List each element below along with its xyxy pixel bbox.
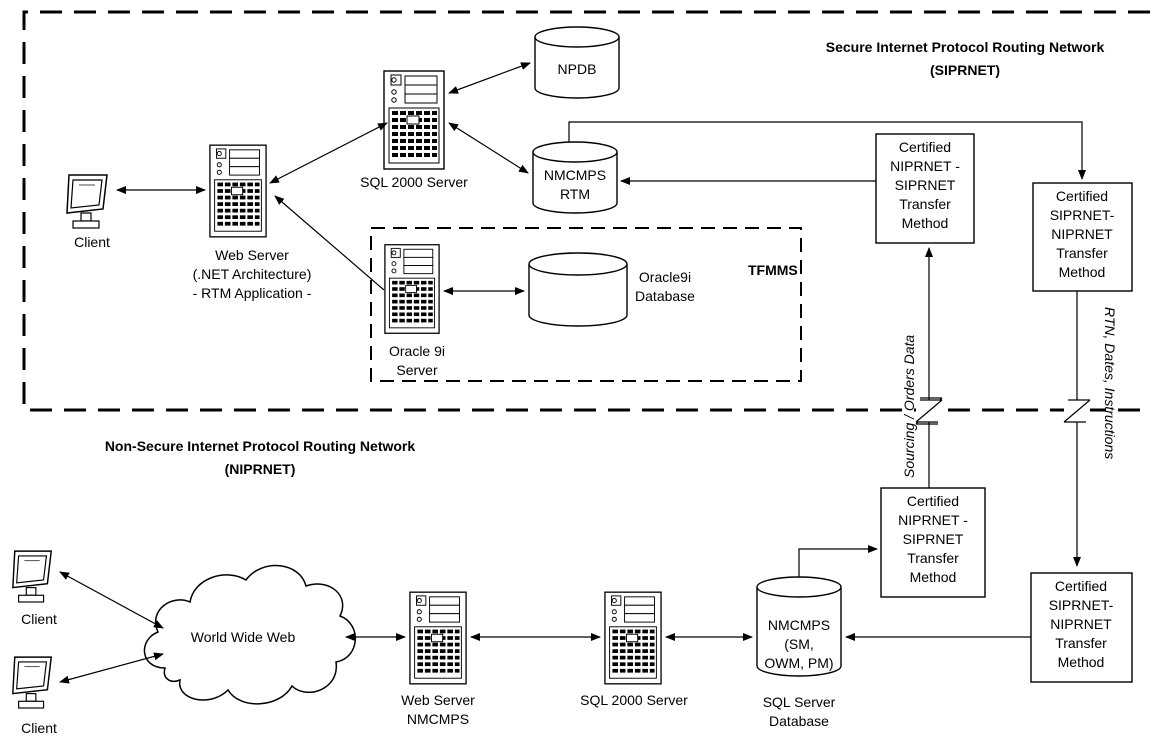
secure-client-label: Client bbox=[74, 234, 110, 250]
secure-transfer-s2n-line-4: Transfer bbox=[1056, 245, 1108, 261]
rtn-break-diag bbox=[1063, 399, 1091, 423]
nonsecure-web-server-icon bbox=[409, 591, 467, 685]
tfmms-zone-border bbox=[370, 227, 802, 382]
oracle-server-icon bbox=[384, 244, 440, 334]
sql-db-caption-1: SQL Server bbox=[763, 694, 836, 710]
nmcmps-db-label-2: (SM, bbox=[784, 636, 814, 652]
oracle-database-icon bbox=[528, 252, 628, 327]
db-to-transfer-link bbox=[798, 545, 878, 577]
nmcmps-sql-database-icon bbox=[756, 576, 842, 677]
siprnet-title: Secure Internet Protocol Routing Network bbox=[826, 39, 1105, 55]
nonsecure-transfer-s2n-line-4: Transfer bbox=[1055, 635, 1107, 651]
oracle-server-label-1: Oracle 9i bbox=[389, 343, 445, 359]
sql-npdb-link bbox=[448, 62, 531, 94]
world-wide-web-cloud-icon bbox=[143, 564, 356, 705]
nonsecure-transfer-n2s-line-2: NIPRNET - bbox=[898, 512, 968, 528]
client2-www-link bbox=[59, 652, 164, 684]
npdb-label: NPDB bbox=[558, 61, 597, 77]
nmcmps-db-label-3: OWM, PM) bbox=[764, 655, 833, 671]
nonsecure-transfer-s2n-line-2: SIPRNET- bbox=[1049, 597, 1114, 613]
nonsecure-sql-server-label: SQL 2000 Server bbox=[580, 692, 688, 708]
sql-server-icon bbox=[383, 70, 445, 170]
oracle-db-label-1: Oracle9i bbox=[639, 269, 691, 285]
secure-transfer-n2s-line-4: Transfer bbox=[899, 196, 951, 212]
nmcmps-rtm-database-icon bbox=[532, 141, 618, 214]
oracle-db-label-2: Database bbox=[635, 288, 695, 304]
nonsecure-web-server-label-2: NMCMPS bbox=[407, 711, 469, 727]
client1-www-link bbox=[59, 571, 164, 629]
secure-transfer-n2s-line-2: NIPRNET - bbox=[890, 158, 960, 174]
siprnet-abbr: (SIPRNET) bbox=[930, 62, 1000, 78]
secure-transfer-s2n-line-1: Certified bbox=[1056, 188, 1108, 204]
nonsecure-web-server-label-1: Web Server bbox=[401, 692, 475, 708]
webserver-sql-link bbox=[269, 122, 388, 184]
secure-transfer-niprnet-siprnet-box bbox=[875, 133, 975, 244]
sql-db-caption-2: Database bbox=[769, 713, 829, 729]
rtm-to-transfer-link bbox=[568, 121, 1086, 180]
sourcing-flow-label: Sourcing / Orders Data bbox=[901, 335, 917, 478]
nonsecure-transfer-niprnet-siprnet-box bbox=[880, 487, 986, 598]
siprnet-zone-border bbox=[22, 10, 1150, 412]
nonsecure-client-2-label: Client bbox=[21, 720, 57, 736]
nonsecure-transfer-n2s-line-5: Method bbox=[910, 569, 957, 585]
rtn-flow-label: RTN, Dates, Instructions bbox=[1102, 307, 1118, 459]
nonsecure-transfer-n2s-line-1: Certified bbox=[907, 493, 959, 509]
nonsecure-sql-server-icon bbox=[604, 591, 662, 685]
client-monitor-icon bbox=[66, 174, 108, 229]
client-2-monitor-icon bbox=[12, 656, 52, 709]
secure-transfer-s2n-line-5: Method bbox=[1059, 264, 1106, 280]
client-1-monitor-icon bbox=[12, 550, 52, 603]
nonsecure-transfer-s2n-line-3: NIPRNET bbox=[1050, 616, 1112, 632]
world-wide-web-label: World Wide Web bbox=[191, 629, 296, 645]
web-server-label-2: (.NET Architecture) bbox=[193, 266, 312, 282]
secure-transfer-s2n-line-2: SIPRNET- bbox=[1050, 207, 1115, 223]
oracle-webserver-link bbox=[274, 195, 385, 291]
secure-transfer-n2s-line-5: Method bbox=[902, 215, 949, 231]
nmcmps-db-label-1: NMCMPS bbox=[768, 617, 830, 633]
nonsecure-transfer-s2n-line-5: Method bbox=[1058, 654, 1105, 670]
secure-transfer-siprnet-niprnet-box bbox=[1032, 182, 1133, 292]
secure-transfer-s2n-line-3: NIPRNET bbox=[1051, 226, 1113, 242]
sql-rtm-link bbox=[448, 122, 529, 174]
web-server-label-3: - RTM Application - bbox=[193, 285, 312, 301]
niprnet-abbr: (NIPRNET) bbox=[225, 461, 296, 477]
oracle-server-label-2: Server bbox=[396, 362, 438, 378]
sql-server-label: SQL 2000 Server bbox=[360, 174, 468, 190]
nonsecure-transfer-siprnet-niprnet-box bbox=[1030, 572, 1133, 683]
nonsecure-client-1-label: Client bbox=[21, 611, 57, 627]
secure-transfer-n2s-line-3: SIPRNET bbox=[895, 177, 956, 193]
npdb-database-icon bbox=[534, 26, 620, 99]
tfmms-title: TFMMS bbox=[748, 262, 798, 278]
nmcmps-rtm-label-2: RTM bbox=[560, 186, 590, 202]
nonsecure-transfer-s2n-line-1: Certified bbox=[1055, 578, 1107, 594]
web-server-icon bbox=[209, 144, 267, 238]
web-server-label-1: Web Server bbox=[215, 247, 289, 263]
niprnet-title: Non-Secure Internet Protocol Routing Net… bbox=[105, 438, 416, 454]
nonsecure-transfer-n2s-line-4: Transfer bbox=[907, 550, 959, 566]
nmcmps-rtm-label-1: NMCMPS bbox=[544, 167, 606, 183]
secure-transfer-n2s-line-1: Certified bbox=[899, 139, 951, 155]
nonsecure-transfer-n2s-line-3: SIPRNET bbox=[903, 531, 964, 547]
